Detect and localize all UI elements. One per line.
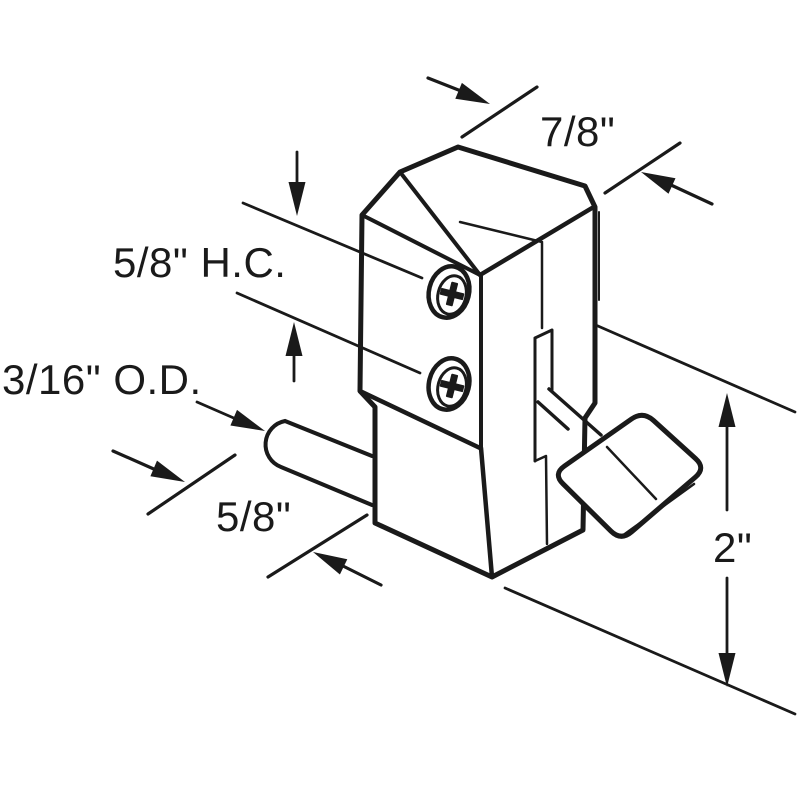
chamfer-front-edge (360, 213, 482, 277)
base-right-edge (478, 445, 495, 580)
top-groove-edge (458, 220, 544, 244)
dim-label-hole-center: 5/8" H.C. (113, 239, 286, 286)
dim-top-arrow-right-shaft (669, 183, 714, 206)
dim-label-pin-od: 3/16" O.D. (2, 356, 202, 403)
dim-top-slash-right (603, 141, 682, 195)
body-edges (357, 170, 603, 580)
dim-label-base-depth: 5/8" (216, 493, 291, 540)
screw-top (426, 264, 472, 320)
dim-base-slash-left (146, 453, 237, 516)
dim-height-arrowhead-down-icon (718, 653, 736, 687)
dim-label-top-depth: 7/8" (540, 108, 615, 155)
dim-base-arrowhead-left-icon (150, 460, 185, 482)
lever-pad-crease-line (605, 445, 658, 501)
dim-base-arrowhead-right-icon (313, 552, 348, 575)
body-outline (357, 144, 598, 580)
dim-base-arrow-right-shaft (341, 564, 383, 587)
screw-top-phillips-icon (439, 281, 465, 307)
height-bottom-extension-line (503, 586, 797, 716)
pin-fill (265, 421, 372, 505)
dim-base-slash-right (266, 513, 369, 579)
dim-hc-arrowhead-down-icon (288, 182, 306, 216)
dim-pin-od: 3/16" O.D. (2, 356, 265, 431)
dim-hc-leader-top (241, 201, 424, 280)
chamfer-top-edge (398, 170, 482, 277)
dim-hole-center: 5/8" H.C. (113, 150, 424, 383)
screw-bottom (426, 356, 472, 412)
dim-height-arrowhead-up-icon (718, 393, 736, 427)
lever-pad-thickness-line (620, 482, 696, 538)
screw-bottom-phillips-icon (439, 373, 465, 399)
dim-hc-arrowhead-up-icon (285, 322, 303, 356)
dim-top-depth: 7/8" (426, 76, 714, 206)
dim-base-arrow-left-shaft (111, 449, 158, 472)
dim-od-arrowhead-icon (230, 409, 265, 431)
dim-total-height: 2" (713, 393, 752, 687)
dim-label-total-height: 2" (713, 524, 752, 571)
lever-arm (536, 387, 603, 437)
slot-lower-edge (533, 454, 549, 546)
dim-base-depth: 5/8" (111, 449, 383, 587)
pin-outline (263, 418, 374, 507)
slot-strip (533, 328, 554, 463)
thumb-lever (555, 412, 704, 539)
dim-top-arrow-left-shaft (426, 76, 463, 93)
dim-hc-leader-bottom (235, 291, 422, 375)
dim-top-slash-left (460, 85, 539, 139)
lock-body (357, 144, 603, 580)
dim-top-arrowhead-left-icon (455, 82, 490, 104)
dim-top-arrowhead-right-icon (641, 172, 676, 194)
lever-pad-outline (555, 412, 704, 539)
upper-block-bottom-edge (357, 388, 483, 451)
dim-od-leader-shaft (195, 400, 238, 421)
